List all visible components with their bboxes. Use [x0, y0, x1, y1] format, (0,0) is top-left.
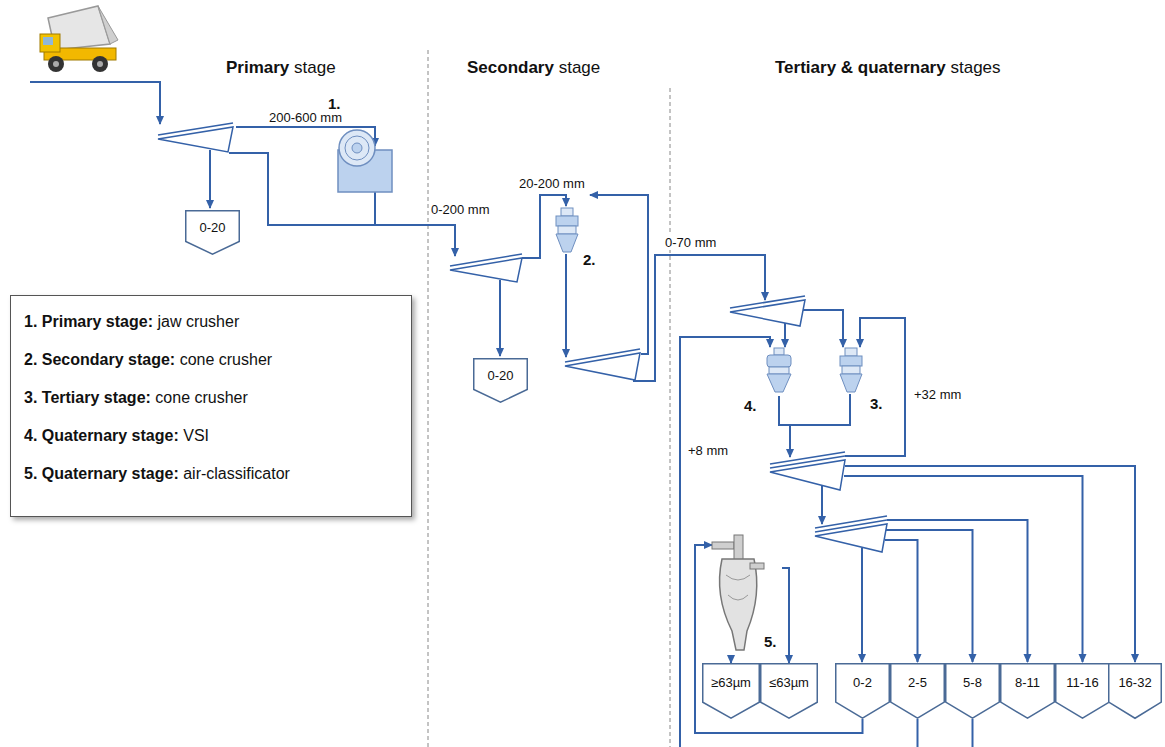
cone-crusher: 2.	[552, 205, 600, 270]
bin-outline	[760, 663, 818, 719]
product-bin: 0-2	[835, 663, 890, 719]
flow-connector	[730, 655, 732, 663]
product-bin: 11-16	[1055, 663, 1110, 719]
stage-heading: Primarystage	[226, 58, 336, 78]
product-bin: 0-20	[185, 210, 240, 255]
product-bin: ≥63µm	[702, 663, 760, 719]
callout-number: 2.	[583, 251, 596, 268]
bold-label: Tertiary & quaternary	[775, 58, 946, 78]
text-label: stages	[950, 58, 1000, 78]
legend-line: 3. Tertiary stage:cone crusher	[24, 389, 248, 407]
stage-divider	[428, 50, 670, 747]
legend-line: 4. Quaternary stage:VSI	[24, 427, 209, 445]
bold-label: 3. Tertiary stage:	[24, 389, 151, 407]
size-label: 0-200 mm	[430, 202, 491, 217]
stage-heading: Secondarystage	[467, 58, 600, 78]
legend-line: 5. Quaternary stage:air-classificator	[24, 465, 290, 483]
bin-label: 0-20	[185, 220, 240, 235]
product-bin: 2-5	[890, 663, 945, 719]
bin-label: 16-32	[1108, 675, 1162, 690]
callout-number: 4.	[744, 397, 757, 414]
bin-outline	[835, 663, 890, 719]
size-label: +32 mm	[913, 387, 962, 402]
bin-label: 8-11	[1000, 675, 1055, 690]
text-label: stage	[294, 58, 336, 78]
bin-label: 2-5	[890, 675, 945, 690]
bin-label: 0-2	[835, 675, 890, 690]
text-label: 200-600 mm	[268, 110, 343, 125]
size-label: 0-70 mm	[664, 235, 717, 250]
text-label: air-classificator	[183, 465, 290, 483]
legend-line: 1. Primary stage:jaw crusher	[24, 313, 239, 331]
bold-label: Primary	[226, 58, 289, 78]
bold-label: 2. Secondary stage:	[24, 351, 175, 369]
bold-label: 4. Quaternary stage:	[24, 427, 179, 445]
bin-label: ≥63µm	[702, 675, 760, 690]
text-label: +32 mm	[913, 387, 962, 402]
text-label: 0-200 mm	[430, 202, 491, 217]
vsi-crusher: 4.	[742, 345, 797, 415]
callout-number: 5.	[764, 633, 777, 650]
bin-label: 0-20	[473, 368, 528, 383]
product-bin: 0-20	[473, 358, 528, 403]
text-label: VSI	[183, 427, 209, 445]
legend-line: 2. Secondary stage: cone crusher	[24, 351, 272, 369]
product-bin: 5-8	[945, 663, 1000, 719]
text-label: 0-70 mm	[664, 235, 717, 250]
flow-connector	[782, 568, 789, 663]
bin-outline	[702, 663, 760, 719]
product-bin: 8-11	[1000, 663, 1055, 719]
bin-outline	[890, 663, 945, 719]
air-classifier: 5.	[712, 535, 782, 655]
size-label: 200-600 mm	[268, 110, 343, 125]
bin-label: 11-16	[1055, 675, 1110, 690]
bold-label: 1. Primary stage:	[24, 313, 153, 331]
text-label: cone crusher	[155, 389, 248, 407]
product-bin: ≤63µm	[760, 663, 818, 719]
product-bin: 16-32	[1108, 663, 1162, 719]
jaw-crusher: 1.	[325, 92, 395, 195]
bin-outline	[1000, 663, 1055, 719]
text-label: 20-200 mm	[518, 176, 586, 191]
cone-crusher: 3.	[834, 345, 890, 412]
text-label: stage	[559, 58, 601, 78]
callout-number: 3.	[870, 395, 883, 412]
text-label: jaw crusher	[157, 313, 239, 331]
size-label: +8 mm	[687, 443, 729, 458]
bold-label: Secondary	[467, 58, 554, 78]
bin-outline	[1108, 663, 1162, 719]
bin-label: ≤63µm	[760, 675, 818, 690]
bin-outline	[945, 663, 1000, 719]
size-label: 20-200 mm	[518, 176, 586, 191]
stage-heading: Tertiary & quaternarystages	[775, 58, 1001, 78]
flow-connector	[695, 545, 863, 733]
text-label: cone crusher	[180, 351, 273, 369]
bold-label: 5. Quaternary stage:	[24, 465, 179, 483]
dump-truck	[40, 6, 118, 72]
bin-label: 5-8	[945, 675, 1000, 690]
text-label: +8 mm	[687, 443, 729, 458]
bin-outline	[1055, 663, 1110, 719]
